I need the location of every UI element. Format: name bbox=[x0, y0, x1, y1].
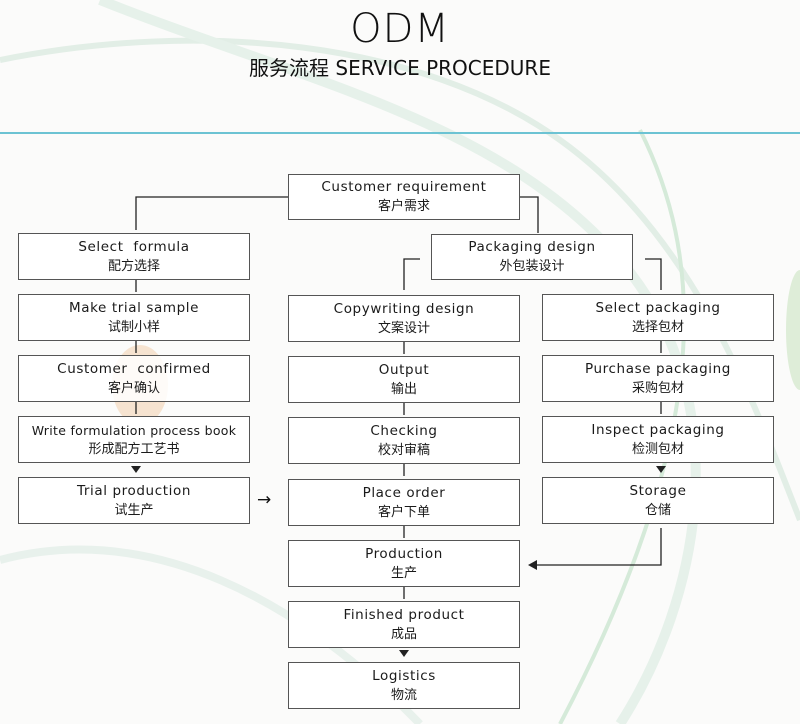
arrowhead-formula-to-trial bbox=[131, 466, 141, 473]
box-label-zh: 输出 bbox=[390, 381, 417, 397]
box-label-en: Output bbox=[378, 361, 430, 378]
box-production: Production 生产 bbox=[288, 540, 520, 587]
box-label-zh: 采购包材 bbox=[631, 380, 684, 396]
box-select-formula: Select formula 配方选择 bbox=[18, 233, 250, 280]
box-label-en: Customer requirement bbox=[321, 179, 487, 195]
arrow-trial-to-order-icon: → bbox=[257, 490, 272, 510]
box-label-zh: 客户下单 bbox=[377, 504, 430, 520]
box-label-en: Checking bbox=[370, 422, 438, 439]
box-label-zh: 形成配方工艺书 bbox=[88, 441, 180, 457]
arrowhead-storage-to-production bbox=[528, 560, 537, 570]
page-subtitle: 服务流程 SERVICE PROCEDURE bbox=[249, 56, 551, 80]
box-select-packaging: Select packaging 选择包材 bbox=[542, 294, 774, 341]
box-checking: Checking 校对审稿 bbox=[288, 417, 520, 464]
connector-packaging-to-copywriting bbox=[403, 258, 420, 290]
box-label-zh: 校对审稿 bbox=[377, 442, 430, 458]
box-customer-confirmed: Customer confirmed 客户确认 bbox=[18, 355, 250, 402]
box-label-en: Customer confirmed bbox=[57, 360, 211, 377]
connector-packaging-to-select-packaging bbox=[645, 258, 662, 290]
box-output: Output 输出 bbox=[288, 356, 520, 403]
box-trial-production: Trial production 试生产 bbox=[18, 477, 250, 524]
box-label-en: Place order bbox=[362, 484, 446, 501]
box-label-en: Select formula bbox=[78, 238, 190, 255]
box-label-en: Trial production bbox=[77, 482, 191, 499]
box-label-zh: 生产 bbox=[390, 565, 417, 581]
box-label-zh: 配方选择 bbox=[107, 258, 160, 274]
box-logistics: Logistics 物流 bbox=[288, 662, 520, 709]
box-purchase-packaging: Purchase packaging 采购包材 bbox=[542, 355, 774, 402]
box-inspect-packaging: Inspect packaging 检测包材 bbox=[542, 416, 774, 463]
box-label-en: Inspect packaging bbox=[591, 421, 725, 438]
box-label-en: Make trial sample bbox=[68, 299, 200, 316]
box-label-zh: 外包装设计 bbox=[499, 259, 565, 274]
box-place-order: Place order 客户下单 bbox=[288, 479, 520, 526]
box-label-zh: 客户需求 bbox=[377, 199, 430, 214]
box-write-formulation-process-book: Write formulation process book 形成配方工艺书 bbox=[18, 416, 250, 463]
connector-top-to-packaging-design bbox=[520, 196, 539, 233]
box-label-en: Select packaging bbox=[595, 299, 721, 316]
box-label-zh: 仓储 bbox=[644, 502, 671, 518]
box-label-en: Finished product bbox=[343, 606, 465, 623]
box-label-en: Copywriting design bbox=[333, 300, 475, 317]
box-label-zh: 客户确认 bbox=[107, 380, 160, 396]
arrowhead-inspect-to-storage bbox=[656, 466, 666, 473]
box-make-trial-sample: Make trial sample 试制小样 bbox=[18, 294, 250, 341]
box-label-zh: 试制小样 bbox=[107, 319, 160, 335]
box-label-en: Packaging design bbox=[468, 239, 596, 255]
connector-storage-to-production bbox=[532, 528, 662, 566]
arrowhead-finished-to-logistics bbox=[399, 650, 409, 657]
box-label-zh: 成品 bbox=[390, 626, 417, 642]
box-label-zh: 试生产 bbox=[114, 502, 154, 518]
box-label-zh: 选择包材 bbox=[631, 319, 684, 335]
box-label-en: Purchase packaging bbox=[585, 360, 731, 377]
box-label-en: Storage bbox=[629, 482, 687, 499]
box-label-en: Write formulation process book bbox=[31, 422, 237, 438]
box-packaging-design: Packaging design 外包装设计 bbox=[431, 234, 633, 280]
box-label-zh: 文案设计 bbox=[377, 320, 430, 336]
box-label-en: Production bbox=[365, 545, 443, 562]
connector-top-to-formula bbox=[135, 196, 288, 230]
page-title: ODM bbox=[350, 6, 450, 52]
box-copywriting-design: Copywriting design 文案设计 bbox=[288, 295, 520, 342]
box-finished-product: Finished product 成品 bbox=[288, 601, 520, 648]
box-label-zh: 物流 bbox=[390, 687, 417, 703]
box-customer-requirement: Customer requirement 客户需求 bbox=[288, 174, 520, 220]
box-label-en: Logistics bbox=[372, 667, 436, 684]
box-label-zh: 检测包材 bbox=[631, 441, 684, 457]
header-divider bbox=[0, 132, 800, 134]
box-storage: Storage 仓储 bbox=[542, 477, 774, 524]
